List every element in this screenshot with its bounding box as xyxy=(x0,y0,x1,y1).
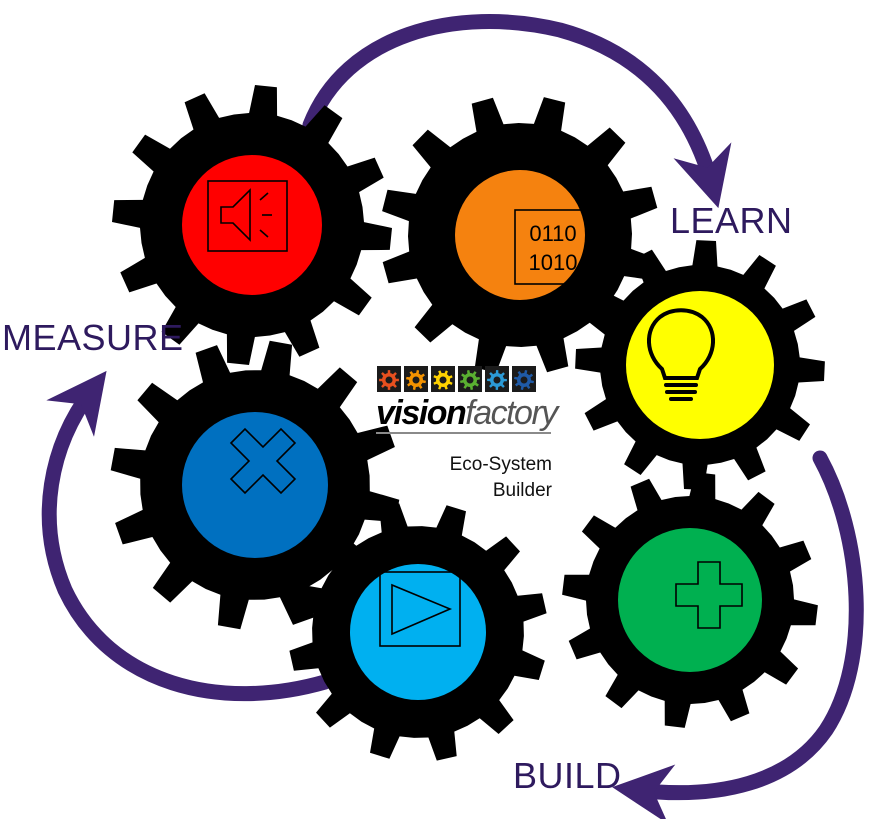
plus-icon xyxy=(675,561,743,629)
logo-mark-2 xyxy=(404,366,428,392)
logo-mark-4 xyxy=(458,366,482,392)
speaker-icon xyxy=(207,180,288,252)
lightbulb-icon xyxy=(646,308,716,401)
play-gear-face xyxy=(350,564,486,700)
logo-subtitle-line-1: Eco-System xyxy=(449,454,552,475)
binary-line-2: 1010 xyxy=(529,250,578,275)
gear-play xyxy=(289,503,547,761)
logo-mark-6 xyxy=(512,366,536,392)
visionfactory-logo: visionfactory xyxy=(370,362,560,442)
code-gear-face xyxy=(455,170,585,300)
play-icon xyxy=(379,571,461,647)
label-build: BUILD xyxy=(513,755,622,796)
logo-mark-3 xyxy=(431,366,455,392)
cross-gear-face xyxy=(182,412,328,558)
arrow-learn-to-build xyxy=(612,450,864,819)
arrow-build-to-measure xyxy=(41,370,333,702)
gear-lightbulb xyxy=(575,240,825,490)
logo-wordmark: visionfactory xyxy=(376,394,558,432)
logo-name-bold: vision xyxy=(376,394,467,432)
binary-line-1: 0110 xyxy=(529,221,576,246)
logo-rule xyxy=(376,432,551,434)
gear-cross xyxy=(110,340,400,630)
cross-icon xyxy=(229,427,297,495)
arrow-measure-to-learn xyxy=(302,14,732,209)
logo-name-light: factory xyxy=(465,394,558,432)
gear-code xyxy=(382,97,658,373)
logo-mark-5 xyxy=(485,366,509,392)
label-measure: MEASURE xyxy=(2,317,184,358)
logo-mark-1 xyxy=(377,366,401,392)
speaker-gear-face xyxy=(182,155,322,295)
label-learn: LEARN xyxy=(670,200,793,241)
bulb-gear-face xyxy=(626,291,774,439)
logo-icon-strip xyxy=(377,366,536,392)
gear-plus xyxy=(562,472,818,728)
logo-subtitle-line-2: Builder xyxy=(492,480,552,501)
plus-gear-face xyxy=(618,528,762,672)
binary-code-icon: 0110 1010 xyxy=(514,209,592,285)
